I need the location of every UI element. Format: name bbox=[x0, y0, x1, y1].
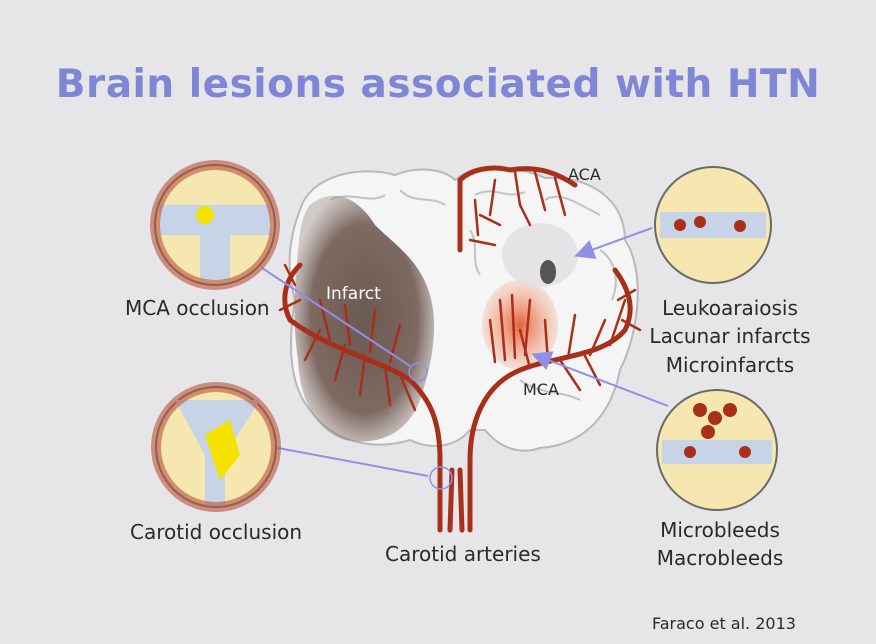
macrobleeds-label: Macrobleeds bbox=[656, 546, 784, 570]
carotid-arteries-label: Carotid arteries bbox=[385, 542, 541, 566]
lacunar-infarcts-label: Lacunar infarcts bbox=[649, 324, 811, 348]
aca-label: ACA bbox=[568, 165, 601, 184]
leukoaraiosis-label: Leukoaraiosis bbox=[662, 296, 798, 320]
inset-mca-occlusion bbox=[150, 160, 280, 290]
slide-title: Brain lesions associated with HTN bbox=[55, 62, 821, 107]
inset-leukoaraiosis bbox=[654, 166, 772, 284]
inset-microbleeds bbox=[656, 389, 778, 511]
carotid-occlusion-label: Carotid occlusion bbox=[130, 520, 303, 544]
microbleeds-label: Microbleeds bbox=[660, 518, 780, 542]
mca-label: MCA bbox=[523, 380, 559, 399]
inset-carotid-occlusion bbox=[151, 382, 281, 512]
mca-occlusion-label: MCA occlusion bbox=[125, 296, 270, 320]
microinfarcts-label: Microinfarcts bbox=[665, 353, 795, 377]
citation: Faraco et al. 2013 bbox=[652, 614, 796, 633]
infarct-label: Infarct bbox=[326, 284, 381, 304]
infarct-region bbox=[294, 195, 435, 442]
